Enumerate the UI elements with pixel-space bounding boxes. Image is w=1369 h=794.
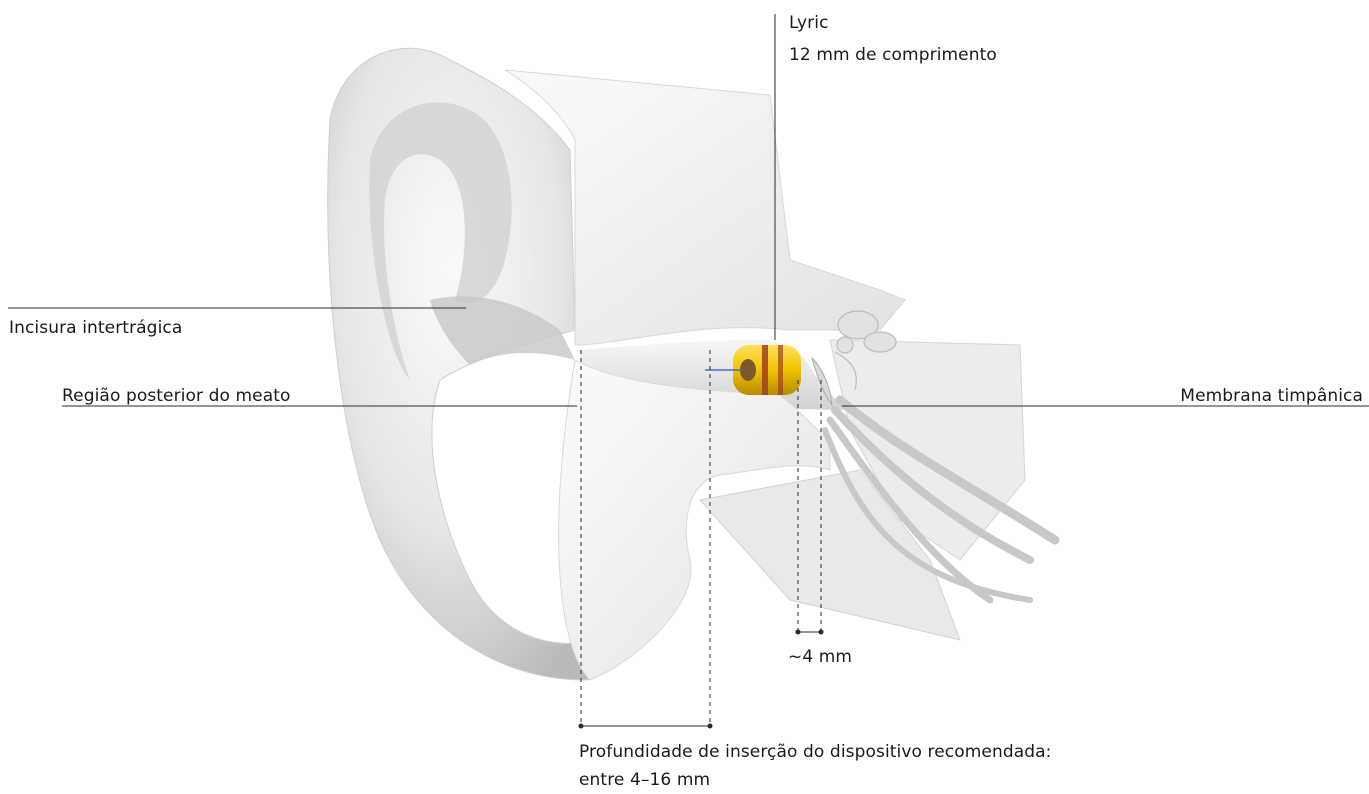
insertion-depth-label-line2: entre 4–16 mm — [579, 766, 710, 794]
insertion-depth-label-line1: Profundidade de inserção do dispositivo … — [579, 738, 1051, 766]
lyric-label: Lyric — [789, 9, 829, 37]
tympanic-membrane-label: Membrana timpânica — [1180, 382, 1363, 410]
gap-to-membrane-label: ~4 mm — [788, 643, 852, 671]
lyric-length-label: 12 mm de comprimento — [789, 41, 997, 69]
posterior-meatus-label: Região posterior do meato — [62, 382, 291, 410]
intertragic-notch-label: Incisura intertrágica — [9, 314, 182, 342]
